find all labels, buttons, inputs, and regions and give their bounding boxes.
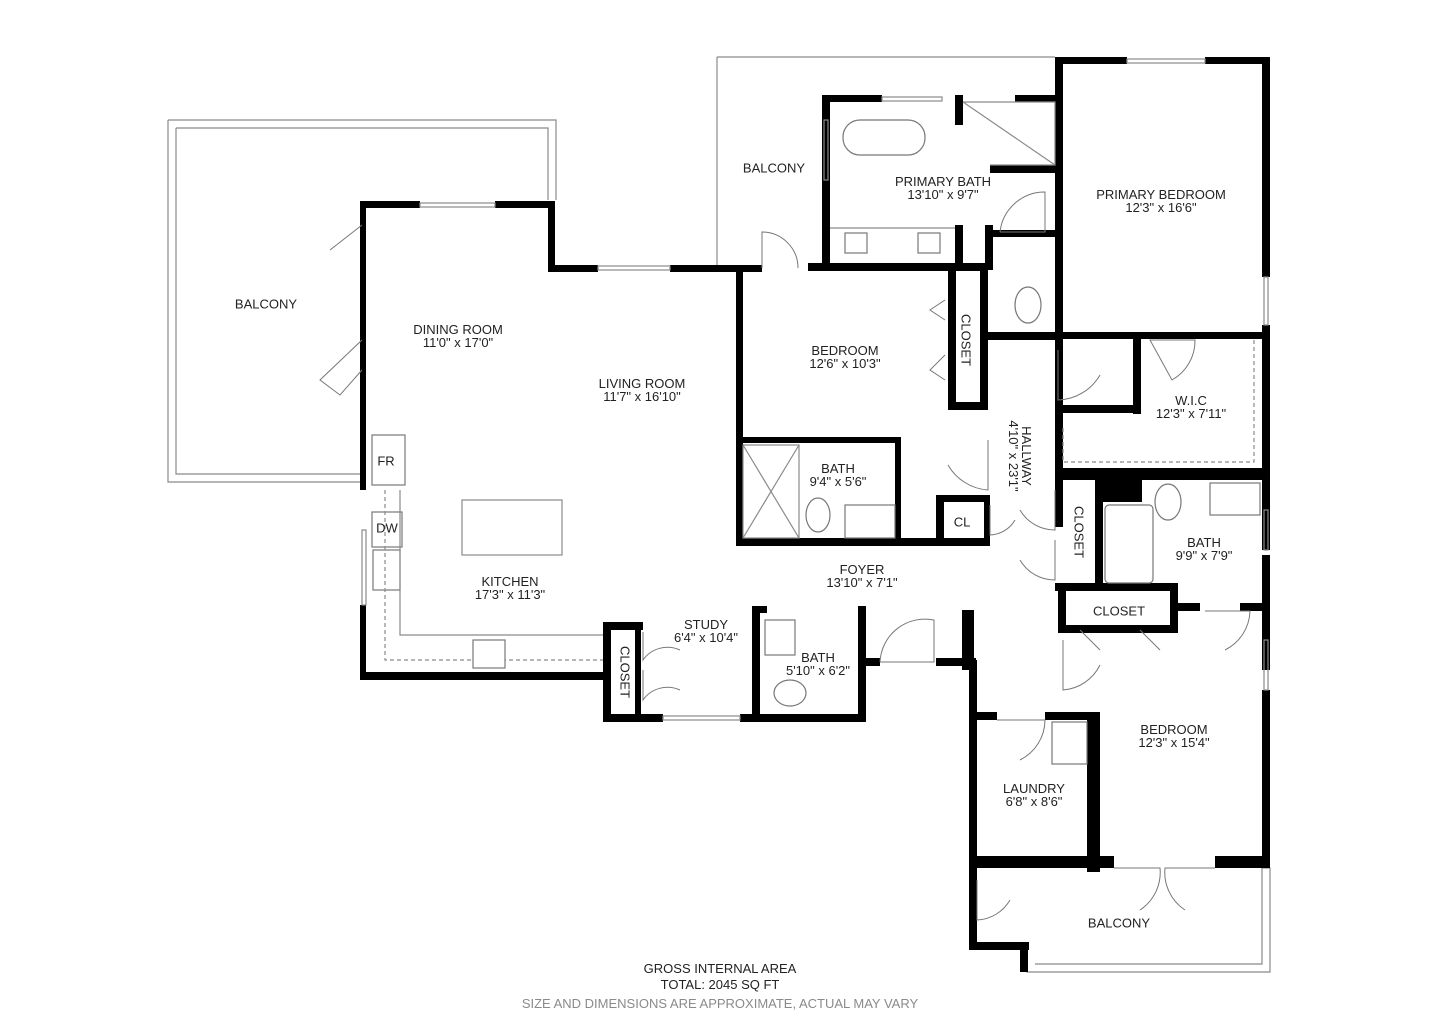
room-label-bath-3: BATH 9'9" x 7'9": [1175, 535, 1233, 563]
room-label-closet-bedroom: CLOSET: [958, 313, 974, 367]
toilet-icon: [1014, 286, 1042, 324]
kitchen-island: [461, 499, 563, 556]
room-label-bath-2: BATH 5'10" x 6'2": [785, 650, 851, 678]
stove-icon: [472, 639, 506, 669]
gross-area-total: TOTAL: 2045 SQ FT: [660, 977, 780, 992]
appliance-label-dishwasher: DW: [376, 520, 398, 536]
kitchen-sink-icon: [372, 549, 401, 591]
dishwasher: [371, 511, 403, 548]
room-label-closet-bath3: CLOSET: [1092, 603, 1146, 619]
room-label-primary-bedroom: PRIMARY BEDROOM 12'3" x 16'6": [1096, 187, 1226, 215]
room-label-balcony-north: BALCONY: [742, 160, 806, 176]
room-label-closet-hall: CLOSET: [1071, 505, 1087, 559]
room-label-balcony-west: BALCONY: [234, 296, 298, 312]
sink-icon: [844, 504, 896, 539]
fridge: [371, 434, 406, 486]
room-label-living-room: LIVING ROOM 11'7" x 16'10": [598, 376, 686, 404]
room-label-study: STUDY 6'4" x 10'4": [673, 617, 739, 645]
fixtures: [371, 101, 1261, 765]
bathtub-icon: [1104, 504, 1154, 584]
bathtub-icon: [842, 119, 926, 156]
room-label-wic: W.I.C 12'3" x 7'11": [1155, 393, 1227, 421]
toilet-icon: [773, 679, 807, 707]
room-label-cl: CL: [953, 514, 971, 530]
disclaimer-note: SIZE AND DIMENSIONS ARE APPROXIMATE, ACT…: [521, 996, 919, 1011]
toilet-icon: [805, 497, 831, 533]
gross-area-title: GROSS INTERNAL AREA: [643, 961, 797, 976]
room-label-hallway: HALLWAY 4'10" x 23'1": [1006, 420, 1034, 492]
room-label-closet-study: CLOSET: [617, 645, 633, 699]
windows: [361, 58, 1269, 721]
room-label-bedroom-1: BEDROOM 12'6" x 10'3": [809, 343, 881, 371]
toilet-icon: [1154, 483, 1182, 521]
room-label-primary-bath: PRIMARY BATH 13'10" x 9'7": [894, 174, 992, 202]
room-label-bedroom-2: BEDROOM 12'3" x 15'4": [1138, 722, 1210, 750]
room-label-balcony-south: BALCONY: [1087, 915, 1151, 931]
room-label-kitchen: KITCHEN 17'3" x 11'3": [474, 574, 546, 602]
doors: [319, 191, 1251, 921]
room-label-laundry: LAUNDRY 6'8" x 8'6": [1003, 781, 1065, 809]
sink-icon: [917, 232, 941, 254]
appliance-label-fridge: FR: [377, 453, 395, 469]
room-label-dining-room: DINING ROOM 11'0" x 17'0": [413, 322, 503, 350]
sink-icon: [1209, 482, 1261, 516]
room-label-bath-1: BATH 9'4" x 5'6": [809, 461, 867, 489]
sink-icon: [844, 232, 868, 254]
sink-icon: [764, 619, 796, 656]
washer-icon: [1051, 721, 1088, 765]
walls: [360, 57, 1270, 972]
room-label-foyer: FOYER 13'10" x 7'1": [826, 562, 898, 590]
